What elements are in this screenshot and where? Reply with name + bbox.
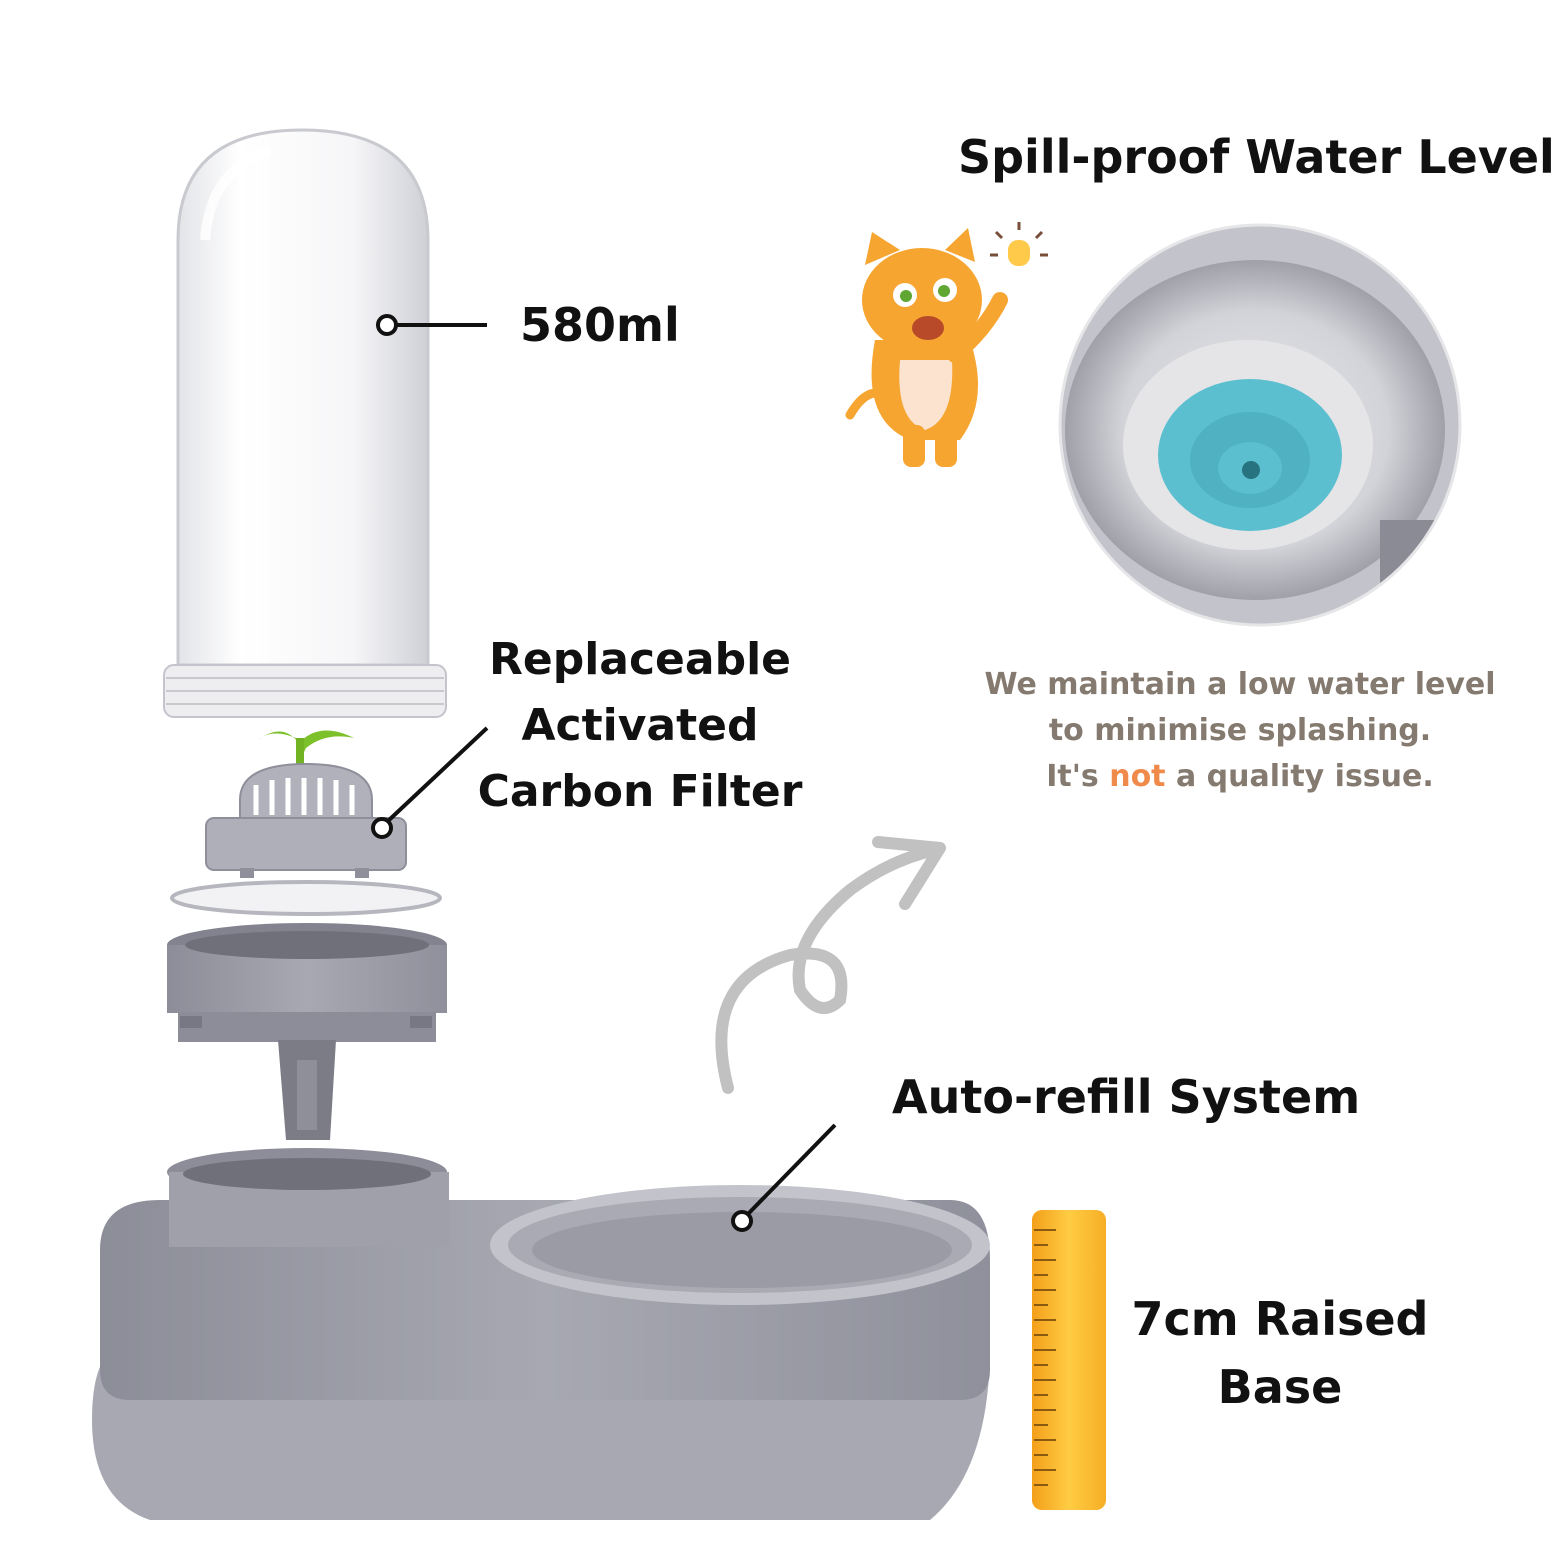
note-line2: to minimise splashing. [1048,713,1432,748]
ruler-icon [1032,1210,1106,1510]
raised-base-label: 7cm Raised Base [1120,1296,1440,1432]
cat-mascot-icon [845,222,1048,467]
spill-proof-title: Spill-proof Water Level [958,130,1555,184]
filter-label-line1: Replaceable [488,634,792,685]
callout-pointers [371,314,837,1232]
water-level-closeup [1058,223,1462,627]
bottle-connector [167,923,447,1140]
auto-refill-label: Auto-refill System [892,1070,1361,1124]
water-level-note: We maintain a low water level to minimis… [960,662,1520,800]
filter-label: Replaceable Activated Carbon Filter [470,638,810,836]
filter-label-line3: Carbon Filter [477,766,803,817]
note-line1: We maintain a low water level [984,667,1496,702]
raised-base-line2: Base [1217,1360,1343,1414]
note-line3: It's not a quality issue. [960,754,1520,800]
carbon-filter [205,730,407,878]
note-line3-after: a quality issue. [1175,759,1434,794]
curved-arrow-icon [715,836,946,1094]
water-bottle [163,128,447,718]
note-highlight: not [1109,759,1166,794]
note-line3-before: It's [1046,759,1099,794]
feeder-base [92,1148,990,1520]
seal-ring [170,880,442,916]
capacity-label: 580ml [520,298,680,352]
filter-label-line2: Activated [521,700,759,751]
raised-base-line1: 7cm Raised [1131,1292,1429,1346]
